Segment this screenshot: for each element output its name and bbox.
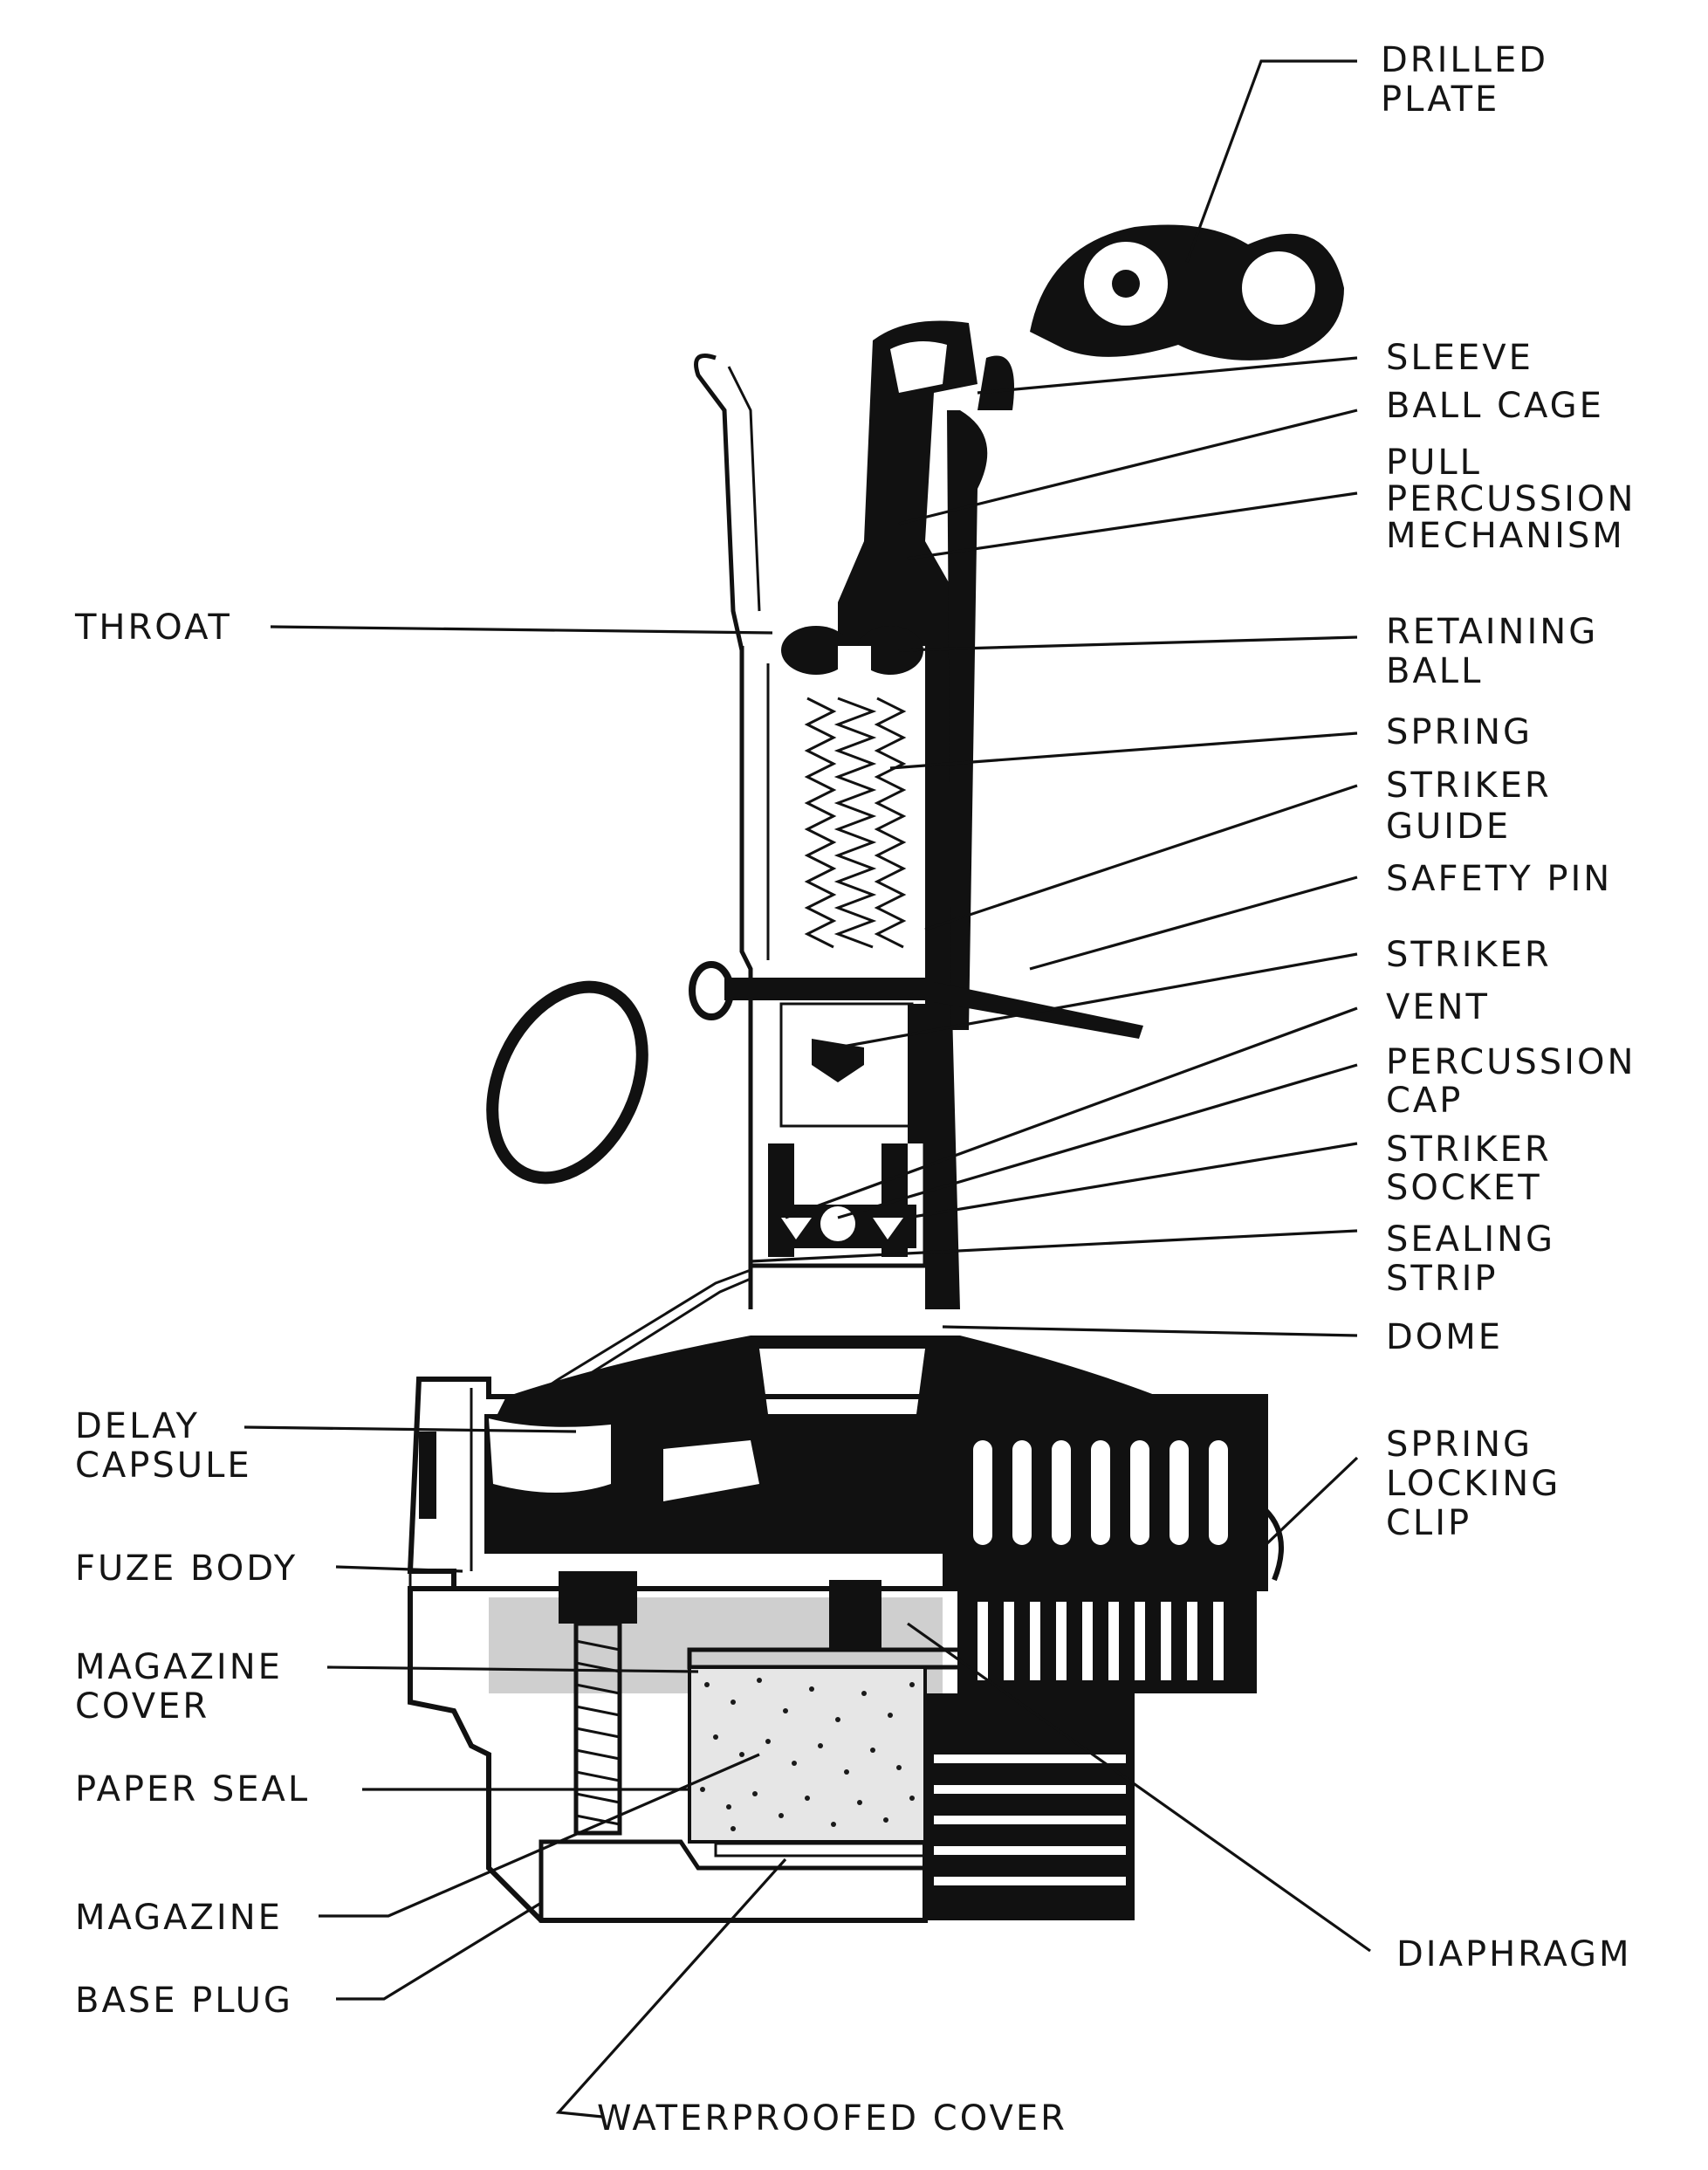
label-magazine-cover: MAGAZINE COVER [75, 1647, 297, 1727]
leader-lines [244, 59, 1371, 2118]
label-magazine: MAGAZINE [75, 1898, 283, 1938]
leader-spring [889, 731, 1358, 770]
leader-sleeve [977, 356, 1358, 395]
striker-part [779, 1002, 943, 1143]
label-paper-seal: PAPER SEAL [75, 1769, 310, 1809]
leader-throat [270, 625, 773, 635]
label-fuze-body: FUZE BODY [75, 1549, 298, 1589]
leader-spring-locking-clip [1264, 1456, 1359, 1547]
leader-retaining-ball [898, 635, 1358, 652]
label-throat: THROAT [74, 608, 232, 648]
label-pull-percussion-mechanism: PULL PERCUSSION MECHANISM [1386, 443, 1650, 556]
label-safety-pin: SAFETY PIN [1386, 859, 1612, 899]
safety-pin-part [486, 961, 1143, 1185]
spring-locking-clip-part [943, 1397, 1284, 1589]
leader-ball-cage [898, 409, 1358, 525]
label-spring: SPRING [1386, 712, 1533, 752]
upper-body-shadow [947, 410, 988, 1030]
lower-knurled-ring-part [960, 1589, 1257, 1693]
label-striker-socket: STRIKER SOCKET [1386, 1130, 1565, 1208]
label-retaining-ball: RETAINING BALL [1386, 612, 1612, 691]
label-base-plug: BASE PLUG [75, 1981, 293, 2021]
label-ball-cage: BALL CAGE [1386, 386, 1604, 426]
pull-wire-hook-inner [727, 366, 761, 612]
part-labels: DRILLED PLATE SLEEVE BALL CAGE PULL PERC… [74, 40, 1650, 2139]
label-waterproofed-cover: WATERPROOFED COVER [597, 2098, 1067, 2139]
leader-delay-capsule [244, 1425, 577, 1433]
retaining-ball-part [781, 626, 923, 960]
label-drilled-plate: DRILLED PLATE [1381, 40, 1562, 120]
leader-waterproofed-cover [555, 1858, 787, 2118]
label-dome: DOME [1386, 1317, 1503, 1357]
label-spring-locking-clip: SPRING LOCKING CLIP [1386, 1425, 1574, 1543]
leader-pull-percussion-mechanism [907, 491, 1358, 560]
leader-magazine-cover [326, 1665, 699, 1673]
leader-safety-pin [1029, 876, 1358, 971]
leader-fuze-body [335, 1565, 463, 1573]
threaded-base-part [925, 1693, 1135, 1920]
leader-diaphragm [907, 1622, 1371, 1953]
label-sleeve: SLEEVE [1386, 338, 1533, 378]
leader-drilled-plate [1185, 59, 1357, 263]
label-sealing-strip: SEALING STRIP [1386, 1219, 1569, 1299]
leader-striker-socket [907, 1142, 1358, 1219]
pull-wire-hook [694, 354, 744, 651]
sleeve-part [838, 320, 1014, 646]
leader-dome [942, 1325, 1358, 1337]
label-vent: VENT [1386, 987, 1490, 1027]
leader-vent [785, 1006, 1358, 1219]
leader-sealing-strip [750, 1229, 1358, 1263]
leader-magazine [319, 1753, 760, 1918]
leader-striker [837, 952, 1358, 1049]
label-percussion-cap: PERCUSSION CAP [1386, 1042, 1650, 1121]
spring-part [804, 697, 907, 949]
drilled-plate-part [1030, 224, 1344, 361]
label-diaphragm: DIAPHRAGM [1396, 1934, 1632, 1974]
leader-striker-guide [924, 784, 1358, 931]
label-delay-capsule: DELAY CAPSULE [75, 1406, 252, 1486]
fuze-illustration [407, 224, 1344, 1923]
sealing-strip-part-inner [566, 1277, 751, 1390]
leader-base-plug [336, 1901, 542, 2001]
label-striker-guide: STRIKER GUIDE [1386, 766, 1565, 847]
leader-percussion-cap [837, 1063, 1358, 1219]
label-striker: STRIKER [1386, 935, 1552, 975]
